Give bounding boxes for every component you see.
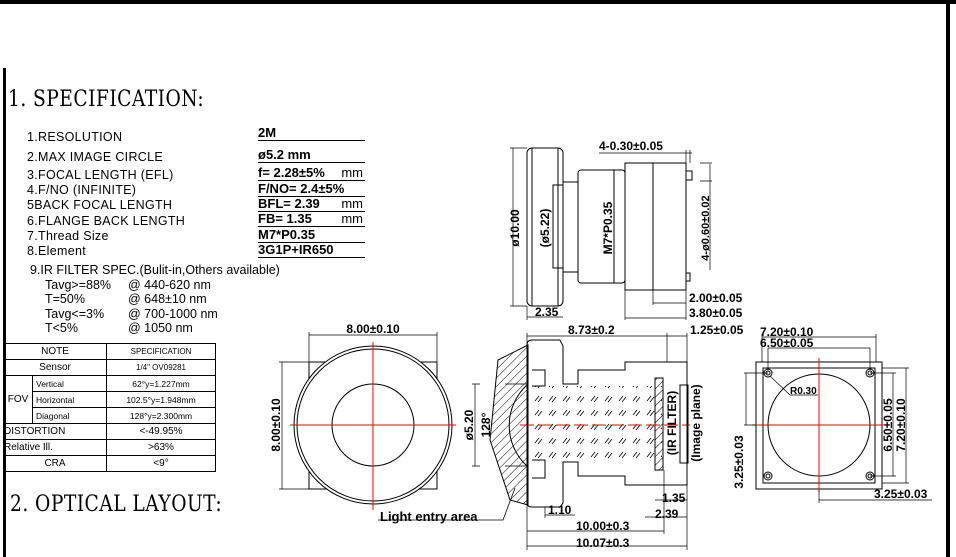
dim-back-offset-h: 3.25±0.03 [874, 487, 928, 501]
center-line [290, 342, 456, 510]
table-row: Horizontal 102.5°y=1.948mm [4, 391, 216, 408]
dim-1-10: 1.10 [548, 503, 572, 517]
dim-back-outer-height: 7.20±0.10 [894, 398, 908, 452]
spec-value-text: 2M [258, 125, 277, 140]
ir-filter-label: (IR FILTER) [665, 391, 679, 455]
dim-holder: 1.25±0.05 [690, 323, 744, 337]
frame-border-left [3, 68, 6, 557]
dim-thread: M7*P0.35 [601, 201, 615, 254]
dim-front-height: 8.00±0.10 [269, 398, 283, 452]
dim-back-inner-height: 6.50±0.05 [881, 398, 895, 452]
table-cell: <9° [106, 455, 216, 472]
spec-value-text: ø5.2 mm [258, 147, 311, 162]
dim-total-2: 10.07±0.3 [576, 536, 630, 550]
spec-label: 7.Thread Size [27, 229, 109, 243]
holder [624, 162, 687, 291]
spec-unit: mm [341, 196, 363, 211]
spec-value: F/NO= 2.4±5% [258, 182, 365, 197]
dim-front: 2.35 [535, 305, 559, 319]
ir-range: @ 1050 nm [128, 321, 193, 335]
image-plane [679, 384, 689, 464]
lens-elements [532, 386, 662, 462]
dim-back-outer-width: 7.20±0.10 [760, 325, 814, 339]
spec-value-text: 3G1P+IR650 [258, 242, 334, 257]
optical-layout-title: 2. OPTICAL LAYOUT: [10, 492, 223, 517]
dim-total-1: 10.00±0.3 [576, 519, 630, 533]
ir-cond: Tavg<=3% [45, 307, 105, 321]
dim-inner-diameter: (ø5.22) [538, 209, 552, 248]
spec-value: 2M [258, 126, 365, 141]
spec-label: 1.RESOLUTION [27, 130, 123, 144]
spec-label: 3.FOCAL LENGTH (EFL) [27, 168, 174, 182]
ir-cond: T<5% [45, 321, 79, 335]
ir-range: @ 700-1000 nm [128, 307, 218, 321]
dome [508, 384, 528, 467]
table-row: CRA <9° [3, 455, 216, 472]
spec-label: 2.MAX IMAGE CIRCLE [27, 150, 163, 164]
image-plane-label: (Image plane) [689, 384, 703, 461]
dim-length: 8.73±0.2 [568, 323, 615, 337]
dim-bfl: 2.39 [655, 507, 679, 521]
specification-title: 1. SPECIFICATION: [8, 87, 205, 112]
front-view: 8.00±0.10 8.00±0.10 ø5.20 [269, 322, 480, 510]
spec-value-text: BFL= 2.39 [258, 196, 320, 211]
ir-filter [654, 377, 664, 471]
spec-value: 3G1P+IR650 [258, 243, 365, 258]
section-view: 8.73±0.2 1.25±0.05 128° Light entry area… [378, 323, 744, 550]
frame-border-top [0, 0, 956, 4]
spec-value: f= 2.28±5% mm [258, 166, 365, 181]
dim-aperture: ø5.20 [462, 409, 476, 440]
dim-back-offset-v: 3.25±0.03 [732, 435, 746, 489]
dim-radius: R0.30 [790, 386, 817, 397]
back-view: 7.20±0.10 6.50±0.05 R0.30 3.25±0.03 6.50… [732, 325, 932, 503]
dim-2: 2.00±0.05 [689, 291, 743, 305]
spec-label: 4.F/NO (INFINITE) [27, 183, 137, 197]
ir-filter-title: 9.IR FILTER SPEC.(Bulit-in,Others availa… [30, 263, 280, 277]
spec-label: 8.Element [27, 244, 86, 258]
side-view: ø10.00 (ø5.22) M7*P0.35 4-ø0.60±0.02 4-0… [508, 139, 743, 320]
spec-value: M7*P0.35 [258, 228, 365, 243]
spec-value-text: f= 2.28±5% [258, 165, 325, 180]
dim-3: 3.80±0.05 [689, 306, 743, 320]
note-table: NOTE SPECIFICATION Sensor 1/4" OV09281 F… [3, 343, 216, 472]
table-row: DISTORTION <-49.95% [3, 423, 216, 440]
spec-unit: mm [341, 211, 363, 226]
spec-value: FB= 1.35 mm [258, 212, 365, 227]
spec-value-text: FB= 1.35 [258, 211, 312, 226]
spec-value: BFL= 2.39 mm [258, 197, 365, 212]
pin [685, 272, 691, 282]
table-row: Sensor 1/4" OV09281 [3, 359, 216, 376]
ir-range: @ 440-620 nm [128, 278, 211, 292]
spec-value-text: M7*P0.35 [258, 227, 316, 242]
dim-outer-diameter: ø10.00 [508, 209, 522, 247]
table-row: Relative Ill. >63% [3, 439, 216, 456]
frame-border-right [946, 0, 950, 557]
spec-unit: mm [341, 165, 363, 180]
ir-cond: Tavg>=88% [45, 278, 112, 292]
center-line [752, 358, 886, 492]
dim-pin-diameter: 4-ø0.60±0.02 [700, 195, 712, 260]
spec-label: 6.FLANGE BACK LENGTH [27, 214, 186, 228]
spec-label: 5BACK FOCAL LENGTH [27, 198, 173, 212]
ir-range: @ 648±10 nm [128, 292, 207, 306]
spec-value-text: F/NO= 2.4±5% [258, 181, 345, 196]
spec-value: ø5.2 mm [258, 148, 365, 163]
lens-barrel [526, 147, 564, 307]
ir-cond: T=50% [45, 292, 85, 306]
dim-fb: 1.35 [662, 491, 686, 505]
dim-back-inner-width: 6.50±0.05 [760, 336, 814, 350]
light-entry-label: Light entry area [380, 509, 478, 524]
dim-front-width: 8.00±0.10 [346, 322, 400, 336]
pin [685, 170, 693, 181]
dim-pin-width: 4-0.30±0.05 [599, 139, 663, 153]
fov-angle: 128° [479, 412, 493, 437]
